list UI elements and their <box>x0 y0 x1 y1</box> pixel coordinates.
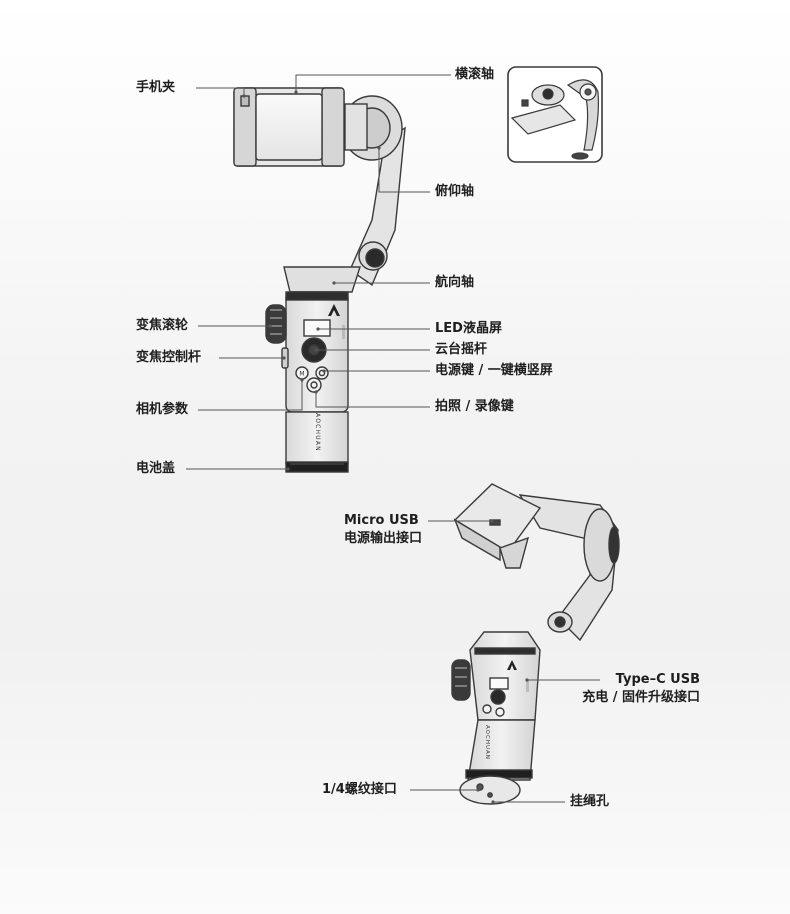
label-roll-axis: 横滚轴 <box>455 67 495 82</box>
power-button <box>315 366 329 380</box>
brand-text-side: AOCHUAN <box>484 725 490 760</box>
label-micro-usb: Micro USB 电源输出接口 <box>344 512 422 548</box>
label-battery-cover: 电池盖 <box>136 461 176 476</box>
brand-text-front: AOCHUAN <box>314 413 321 452</box>
roll-motor-detail-inset <box>507 66 603 163</box>
label-zoom-wheel: 变焦滚轮 <box>136 318 189 333</box>
leader-lines <box>186 74 600 803</box>
zoom-wheel <box>265 304 287 344</box>
label-micro-usb-line1: Micro USB <box>344 513 419 528</box>
gimbal-side-view <box>451 483 620 805</box>
label-tilt-axis: 俯仰轴 <box>435 184 475 199</box>
label-typec-line1: Type–C USB <box>615 672 700 687</box>
handle-tube <box>285 411 349 465</box>
label-camera-params: 相机参数 <box>136 402 189 417</box>
shutter-button <box>306 377 322 393</box>
label-lanyard-hole: 挂绳孔 <box>570 794 610 809</box>
label-typec-line2: 充电 / 固件升级接口 <box>582 690 700 705</box>
label-joystick: 云台摇杆 <box>435 342 488 357</box>
label-zoom-lever: 变焦控制杆 <box>136 350 202 365</box>
label-led-screen: LED液晶屏 <box>435 321 502 336</box>
label-pan-axis: 航向轴 <box>435 275 475 290</box>
mode-button-letter: M <box>299 371 304 378</box>
label-phone-clamp: 手机夹 <box>136 80 176 95</box>
label-screw-mount: 1/4螺纹接口 <box>322 782 397 797</box>
battery-cover <box>285 461 349 473</box>
label-power-button: 电源键 / 一键横竖屏 <box>435 363 553 378</box>
label-typec: Type–C USB 充电 / 固件升级接口 <box>560 671 700 707</box>
gimbal-front-view <box>233 87 406 473</box>
leader-dots <box>242 90 529 804</box>
label-micro-usb-line2: 电源输出接口 <box>344 531 423 546</box>
label-shutter-button: 拍照 / 录像键 <box>435 399 514 414</box>
